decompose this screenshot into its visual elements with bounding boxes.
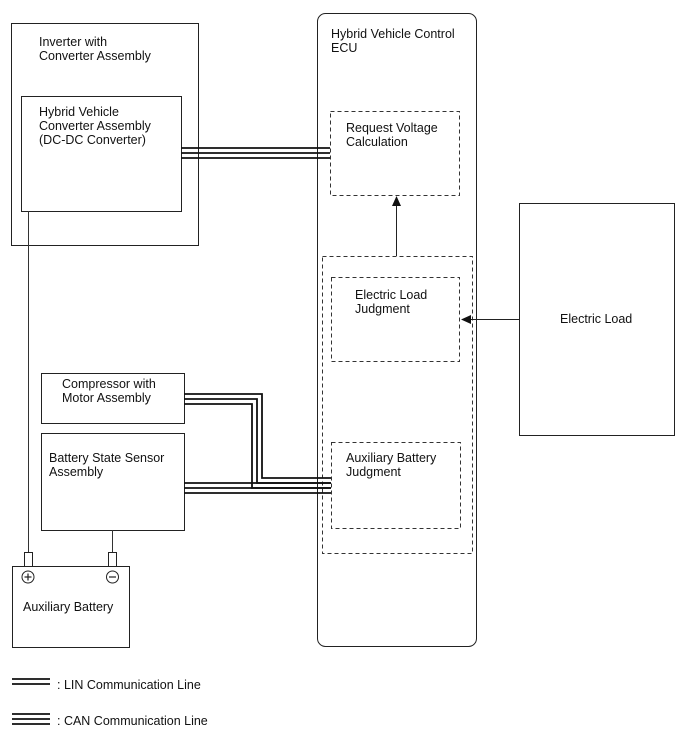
electric-load-label: Electric Load	[560, 312, 633, 326]
negative-terminal-post	[108, 552, 117, 567]
aux-battery-label: Auxiliary Battery	[23, 600, 114, 614]
legend-lin-label: : LIN Communication Line	[57, 678, 201, 692]
legend-lin-symbol	[12, 678, 50, 685]
dcdc-converter-label: Hybrid Vehicle Converter Assembly (DC-DC…	[39, 105, 151, 147]
lin-line-compressor	[184, 393, 331, 489]
arrow-judgment-to-request-head	[392, 196, 401, 206]
legend-can-symbol	[12, 713, 50, 725]
positive-terminal-post	[24, 552, 33, 567]
aux-battery-judgment-label: Auxiliary Battery Judgment	[346, 451, 437, 479]
request-voltage-box	[330, 111, 460, 196]
inverter-label: Inverter with Converter Assembly	[39, 35, 151, 63]
battery-sensor-box	[41, 433, 185, 531]
electric-load-judgment-box	[331, 277, 460, 362]
electric-load-box	[519, 203, 675, 436]
hv-ecu-label: Hybrid Vehicle Control ECU	[331, 27, 455, 55]
request-voltage-label: Request Voltage Calculation	[346, 121, 438, 149]
aux-battery-judgment-box	[331, 442, 461, 529]
battery-sensor-label: Battery State Sensor Assembly	[49, 451, 165, 479]
hv-ecu-box	[317, 13, 477, 647]
inverter-box	[11, 23, 199, 246]
judgment-group-box	[322, 256, 473, 554]
lin-line-battery-sensor	[184, 482, 331, 494]
legend-can-label: : CAN Communication Line	[57, 714, 208, 728]
dcdc-converter-box	[21, 96, 182, 212]
compressor-label: Compressor with Motor Assembly	[62, 377, 156, 405]
aux-battery-box	[12, 566, 130, 648]
can-line-dcdc-ecu	[181, 147, 330, 159]
arrow-load-to-judgment-head	[461, 315, 471, 324]
electric-load-judgment-label: Electric Load Judgment	[355, 288, 428, 316]
